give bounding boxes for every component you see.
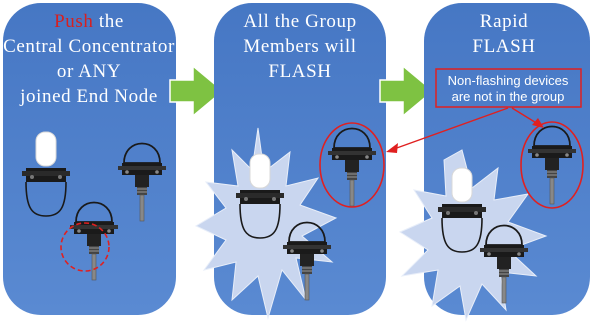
callout-line-2: are not in the group: [452, 89, 565, 104]
flash-burst-icon: [398, 149, 548, 322]
callout-line-1: Non-flashing devices: [448, 73, 569, 88]
right-arrow-icon: [169, 64, 225, 118]
panel-flash-caption-line-2: Members will: [243, 36, 356, 57]
panel-push-caption-line-3: or ANY: [57, 61, 121, 82]
panel-rapid-caption-line-1: Rapid: [480, 11, 528, 32]
push-highlight-circle: [60, 222, 110, 272]
non-member-highlight-circle: [319, 122, 385, 208]
panel-flash-caption-line-3: FLASH: [268, 61, 331, 82]
right-arrow-icon: [379, 64, 435, 118]
panel-flash-caption-line-1: All the Group: [243, 11, 356, 32]
pointer-arrow-icon: [511, 107, 544, 128]
callout-box: Non-flashing devices are not in the grou…: [435, 68, 582, 108]
panel-push-caption-line-2: Central Concentrator: [3, 36, 175, 57]
pointer-arrow-icon: [386, 107, 509, 153]
panel-push-caption-line-1: Push the: [54, 11, 124, 32]
push-word: Push: [54, 11, 93, 32]
panel-push-caption-line-4: joined End Node: [19, 86, 158, 107]
panel-rapid: Rapid FLASH Non-flashing devices are not…: [398, 3, 590, 322]
flash-burst-icon: [194, 127, 338, 320]
panel-flash: All the Group Members will FLASH: [194, 3, 386, 320]
the-word: the: [94, 11, 124, 32]
panel-push: Push the Central Concentrator or ANY joi…: [3, 3, 176, 315]
panel-rapid-caption-line-2: FLASH: [472, 36, 535, 57]
non-member-highlight-circle: [520, 121, 584, 209]
panel-push-background: [3, 3, 176, 315]
